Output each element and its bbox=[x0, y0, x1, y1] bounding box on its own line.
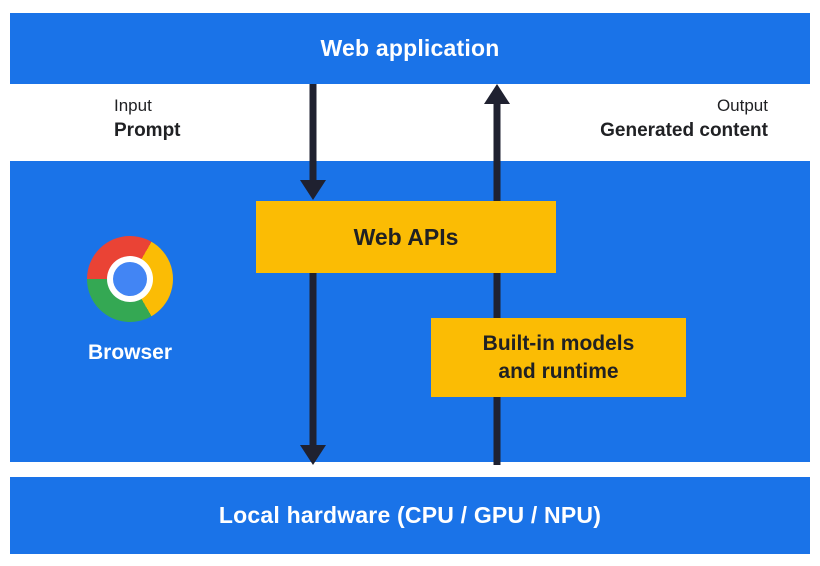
input-flow-down-arrow bbox=[300, 84, 326, 465]
models-label-line2: and runtime bbox=[498, 359, 619, 383]
input-prompt-label: Prompt bbox=[114, 120, 181, 141]
down-arrowhead-icon bbox=[300, 445, 326, 465]
output-title: Output bbox=[716, 96, 768, 115]
chrome-browser-icon bbox=[87, 236, 173, 322]
down-arrowhead-icon bbox=[300, 180, 326, 200]
web-application-label: Web application bbox=[320, 35, 500, 61]
web-apis-box: Web APIs bbox=[256, 201, 556, 273]
input-title: Input bbox=[114, 96, 152, 115]
local-hardware-label: Local hardware (CPU / GPU / NPU) bbox=[218, 502, 602, 528]
browser-label: Browser bbox=[87, 341, 173, 364]
output-generated-content-label: Generated content bbox=[600, 120, 768, 141]
models-label-line1: Built-in models bbox=[482, 331, 635, 355]
built-in-models-box: Built-in models and runtime bbox=[431, 318, 686, 397]
web-application-layer: Web application bbox=[10, 13, 810, 84]
output-annotation: Output Generated content bbox=[600, 94, 768, 144]
web-apis-label: Web APIs bbox=[353, 223, 459, 250]
output-flow-up-arrow bbox=[484, 84, 510, 465]
input-annotation: Input Prompt bbox=[114, 94, 181, 144]
local-hardware-layer: Local hardware (CPU / GPU / NPU) bbox=[10, 477, 810, 554]
up-arrowhead-icon bbox=[484, 84, 510, 104]
